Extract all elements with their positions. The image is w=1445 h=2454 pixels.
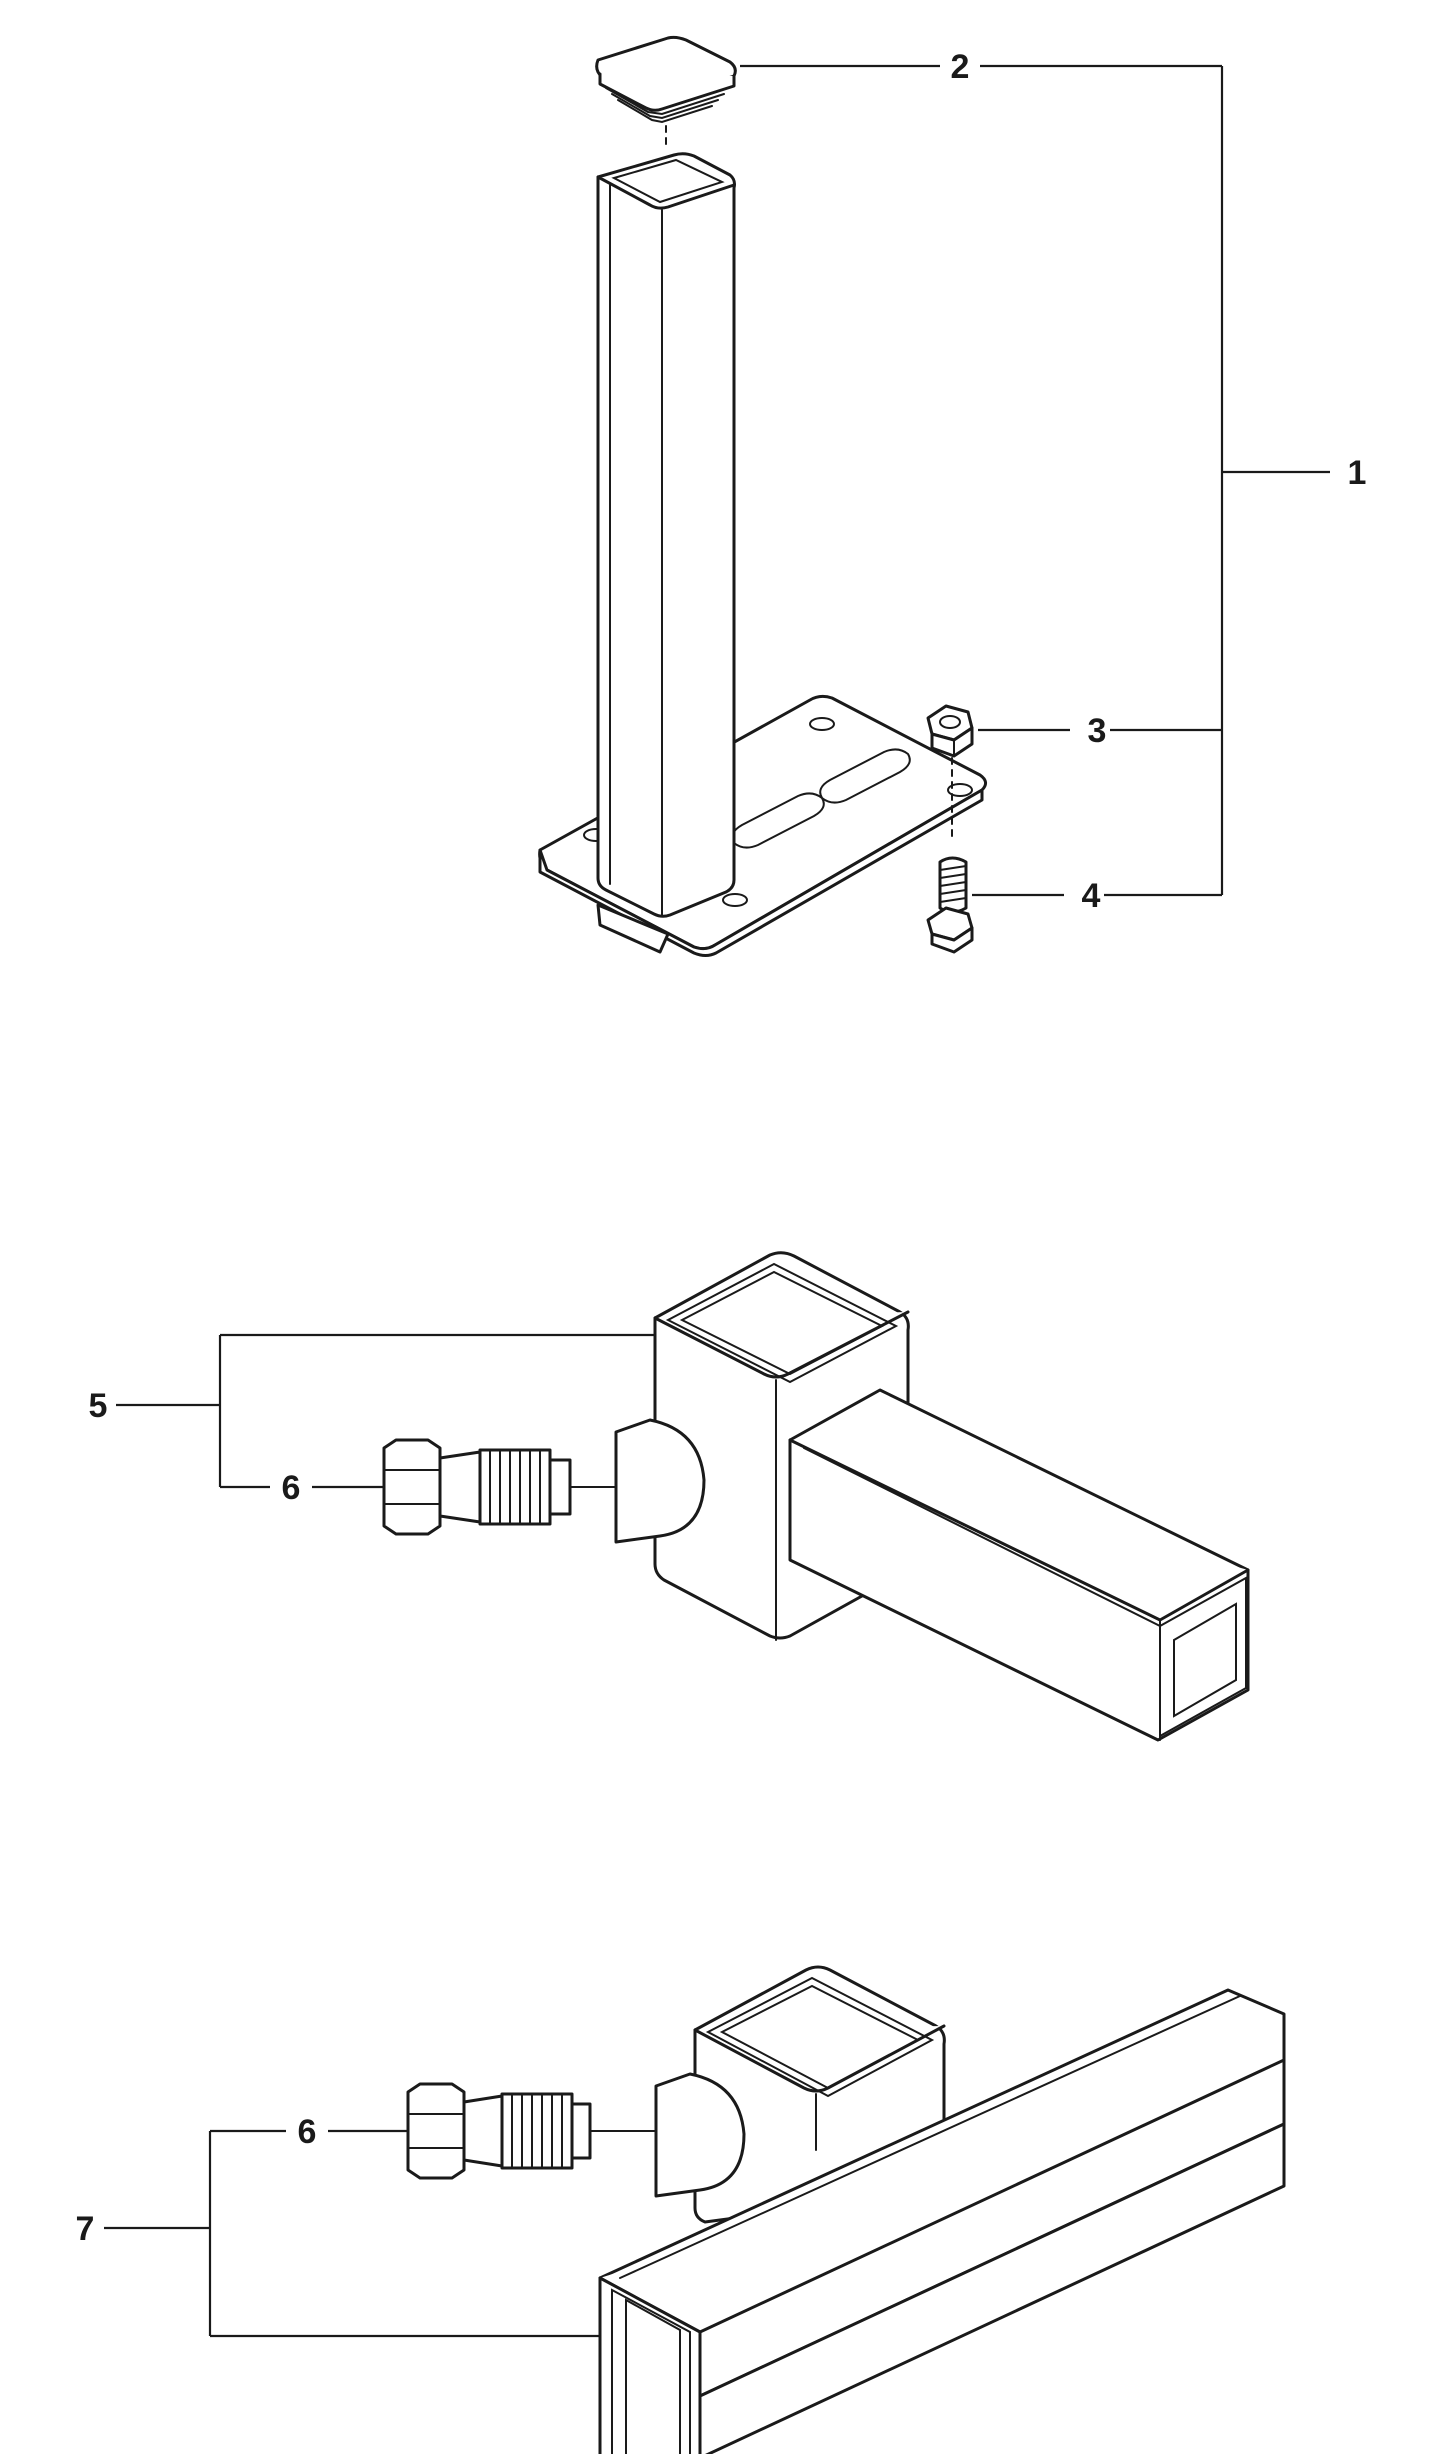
callout-2: 2 — [951, 48, 970, 86]
callout-5: 5 — [89, 1387, 108, 1425]
callout-3: 3 — [1088, 712, 1107, 750]
hex-nut — [926, 704, 974, 758]
t-bracket-short-arm-assembly: 5 6 — [89, 1251, 1250, 1742]
leader-lines-assembly-5 — [116, 1333, 655, 1489]
callout-6-lower: 6 — [298, 2113, 317, 2151]
callout-4: 4 — [1082, 877, 1101, 915]
side-boss-lower — [654, 2072, 746, 2198]
callout-7: 7 — [76, 2210, 95, 2248]
callout-6-upper: 6 — [282, 1469, 301, 1507]
support-leg-assembly: 2 1 3 4 — [538, 35, 1367, 957]
hex-bolt — [926, 856, 974, 954]
horizontal-arm — [788, 1388, 1250, 1742]
grease-fitting-upper — [382, 1438, 617, 1536]
leader-lines-assembly-7 — [104, 2129, 600, 2338]
t-bracket-long-crossbar-assembly: 6 7 — [76, 1965, 1286, 2454]
tube-end-cap — [595, 35, 737, 124]
upright-square-tube — [596, 152, 736, 918]
grease-fitting-lower — [406, 2082, 657, 2180]
long-crossbar — [598, 1988, 1286, 2454]
callout-1: 1 — [1348, 454, 1367, 492]
leader-lines-assembly-1 — [740, 64, 1330, 897]
